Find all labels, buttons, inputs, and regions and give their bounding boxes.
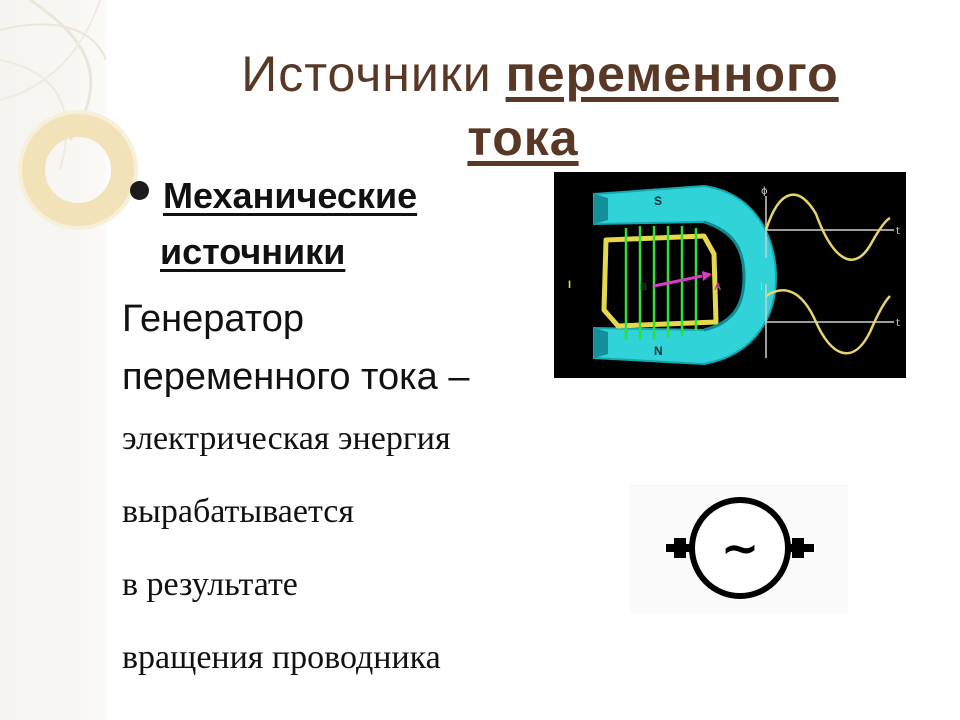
generator-circle	[689, 497, 791, 599]
label-i: I	[568, 279, 571, 291]
definition-serif-line-4: вращения проводника	[122, 639, 441, 676]
pole-label-s: S	[654, 194, 662, 208]
definition-serif-line-3: в результате	[122, 566, 298, 603]
bullet-line-2: источники	[160, 231, 346, 272]
generator-illustration: S N I B A ϕ	[554, 172, 906, 378]
ac-generator-symbol: ~	[630, 484, 848, 614]
decorative-ring	[19, 111, 137, 229]
definition-line-1: Генератор	[122, 298, 304, 340]
graph2-x-label: t	[896, 318, 900, 329]
bullet-point-dot	[130, 181, 149, 200]
definition-serif-line-1: электрическая энергия	[122, 420, 451, 457]
definition-sans: Генератор переменного тока –	[122, 290, 469, 406]
current-graph: I t	[760, 282, 900, 358]
label-b: B	[640, 282, 647, 293]
label-a: A	[714, 282, 721, 293]
pole-label-n: N	[654, 344, 663, 358]
definition-serif-line-2: вырабатывается	[122, 493, 354, 530]
decorative-swirls	[0, 0, 138, 230]
title-word-current: тока	[467, 110, 579, 166]
rotation-axis-arrow	[653, 274, 703, 288]
rotating-coil	[601, 233, 719, 329]
graph2-y-label: I	[760, 282, 763, 293]
title-word-sources: Источники	[241, 46, 492, 102]
definition-line-2: переменного тока –	[122, 356, 470, 398]
flux-graph: ϕ t	[761, 186, 900, 261]
title-word-alternating: переменного	[505, 46, 839, 102]
tilde-icon: ~	[721, 521, 760, 575]
slide-title: Источники переменного тока	[180, 42, 900, 170]
graph1-y-label: ϕ	[761, 186, 768, 197]
horseshoe-magnet	[593, 184, 778, 366]
graph1-x-label: t	[896, 226, 900, 237]
bullet-line-1: Механические	[163, 175, 418, 216]
bullet-heading: Механические источники	[160, 168, 493, 280]
